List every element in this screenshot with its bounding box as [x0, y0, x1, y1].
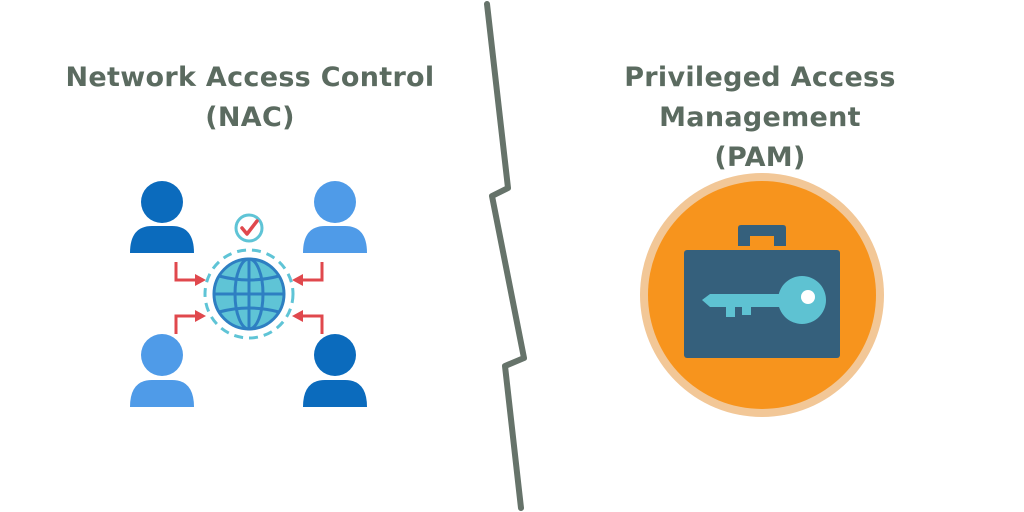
nac-title-line2: (NAC): [205, 102, 295, 133]
check-badge-icon: [234, 213, 264, 243]
arrow-icon: [174, 262, 206, 286]
user-icon: [303, 334, 367, 407]
arrow-icon: [174, 310, 206, 334]
globe-icon: [203, 248, 295, 340]
key-hole: [801, 290, 815, 304]
nac-title: Network Access Control (NAC): [40, 58, 460, 138]
user-icon: [130, 334, 194, 407]
arrow-icon: [292, 262, 324, 286]
arrow-icon: [292, 310, 324, 334]
nac-title-line1: Network Access Control: [65, 62, 435, 93]
user-icon: [303, 181, 367, 253]
pam-title-line1: Privileged Access Management: [624, 62, 896, 133]
user-icon: [130, 181, 194, 253]
pam-title: Privileged Access Management (PAM): [525, 58, 995, 178]
zigzag-divider: [484, 1, 527, 511]
pam-title-line2: (PAM): [714, 142, 806, 173]
